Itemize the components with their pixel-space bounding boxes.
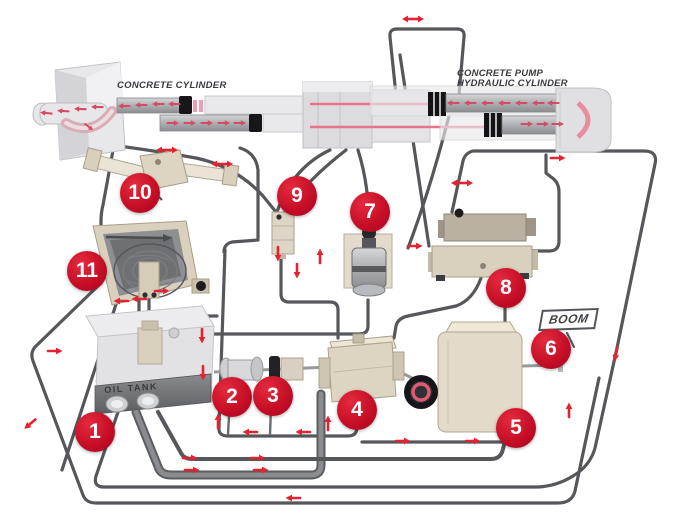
oil-tank — [85, 305, 215, 415]
callout-2: 2 — [212, 377, 252, 417]
concrete-cylinder-assembly — [32, 61, 309, 161]
callout-4: 4 — [337, 390, 377, 430]
flow-arrow-icon — [449, 178, 475, 188]
flow-arrow-icon — [292, 262, 302, 280]
callout-9: 9 — [277, 176, 317, 216]
flow-arrow-icon — [241, 427, 259, 437]
flow-arrow-icon — [323, 414, 333, 432]
oil-cooler — [92, 220, 210, 306]
main-control-valve — [428, 208, 538, 281]
concrete-cylinder-label: CONCRETE CYLINDER — [117, 80, 227, 91]
cylinder-gland — [428, 92, 502, 137]
flow-arrow-icon — [564, 401, 574, 419]
callout-5: 5 — [496, 408, 536, 448]
hydraulic-pump — [318, 333, 405, 403]
pump-hydraulic-cylinder-label-line1: CONCRETE PUMP — [457, 68, 543, 79]
drive-shaft-couplings — [213, 356, 563, 382]
callout-6: 6 — [531, 329, 571, 369]
callout-7: 7 — [350, 192, 390, 232]
pump-hydraulic-cylinder-label-line2: HYDRAULIC CYLINDER — [457, 77, 568, 89]
coupling-3 — [269, 356, 304, 381]
callout-1: 1 — [75, 412, 115, 452]
pump-hydraulic-cylinder-label: CONCRETE PUMP HYDRAULIC CYLINDER — [457, 69, 568, 88]
sequence-valve — [271, 211, 295, 259]
flow-arrow-icon — [284, 493, 302, 503]
callout-3: 3 — [253, 376, 293, 416]
boom-sign: BOOM — [538, 307, 600, 332]
oil-filter — [343, 226, 393, 297]
flow-arrow-icon — [20, 415, 39, 433]
main-pump — [404, 321, 523, 433]
flow-arrow-icon — [294, 427, 312, 437]
flow-arrow-icon — [400, 14, 426, 24]
flow-arrow-icon — [315, 247, 325, 265]
callout-11: 11 — [67, 251, 107, 291]
flow-arrow-icon — [46, 346, 64, 356]
flow-arrow-icon — [549, 153, 567, 163]
callout-8: 8 — [486, 268, 526, 308]
hydraulic-cylinder-assembly — [369, 85, 612, 153]
callout-10: 10 — [120, 173, 160, 213]
